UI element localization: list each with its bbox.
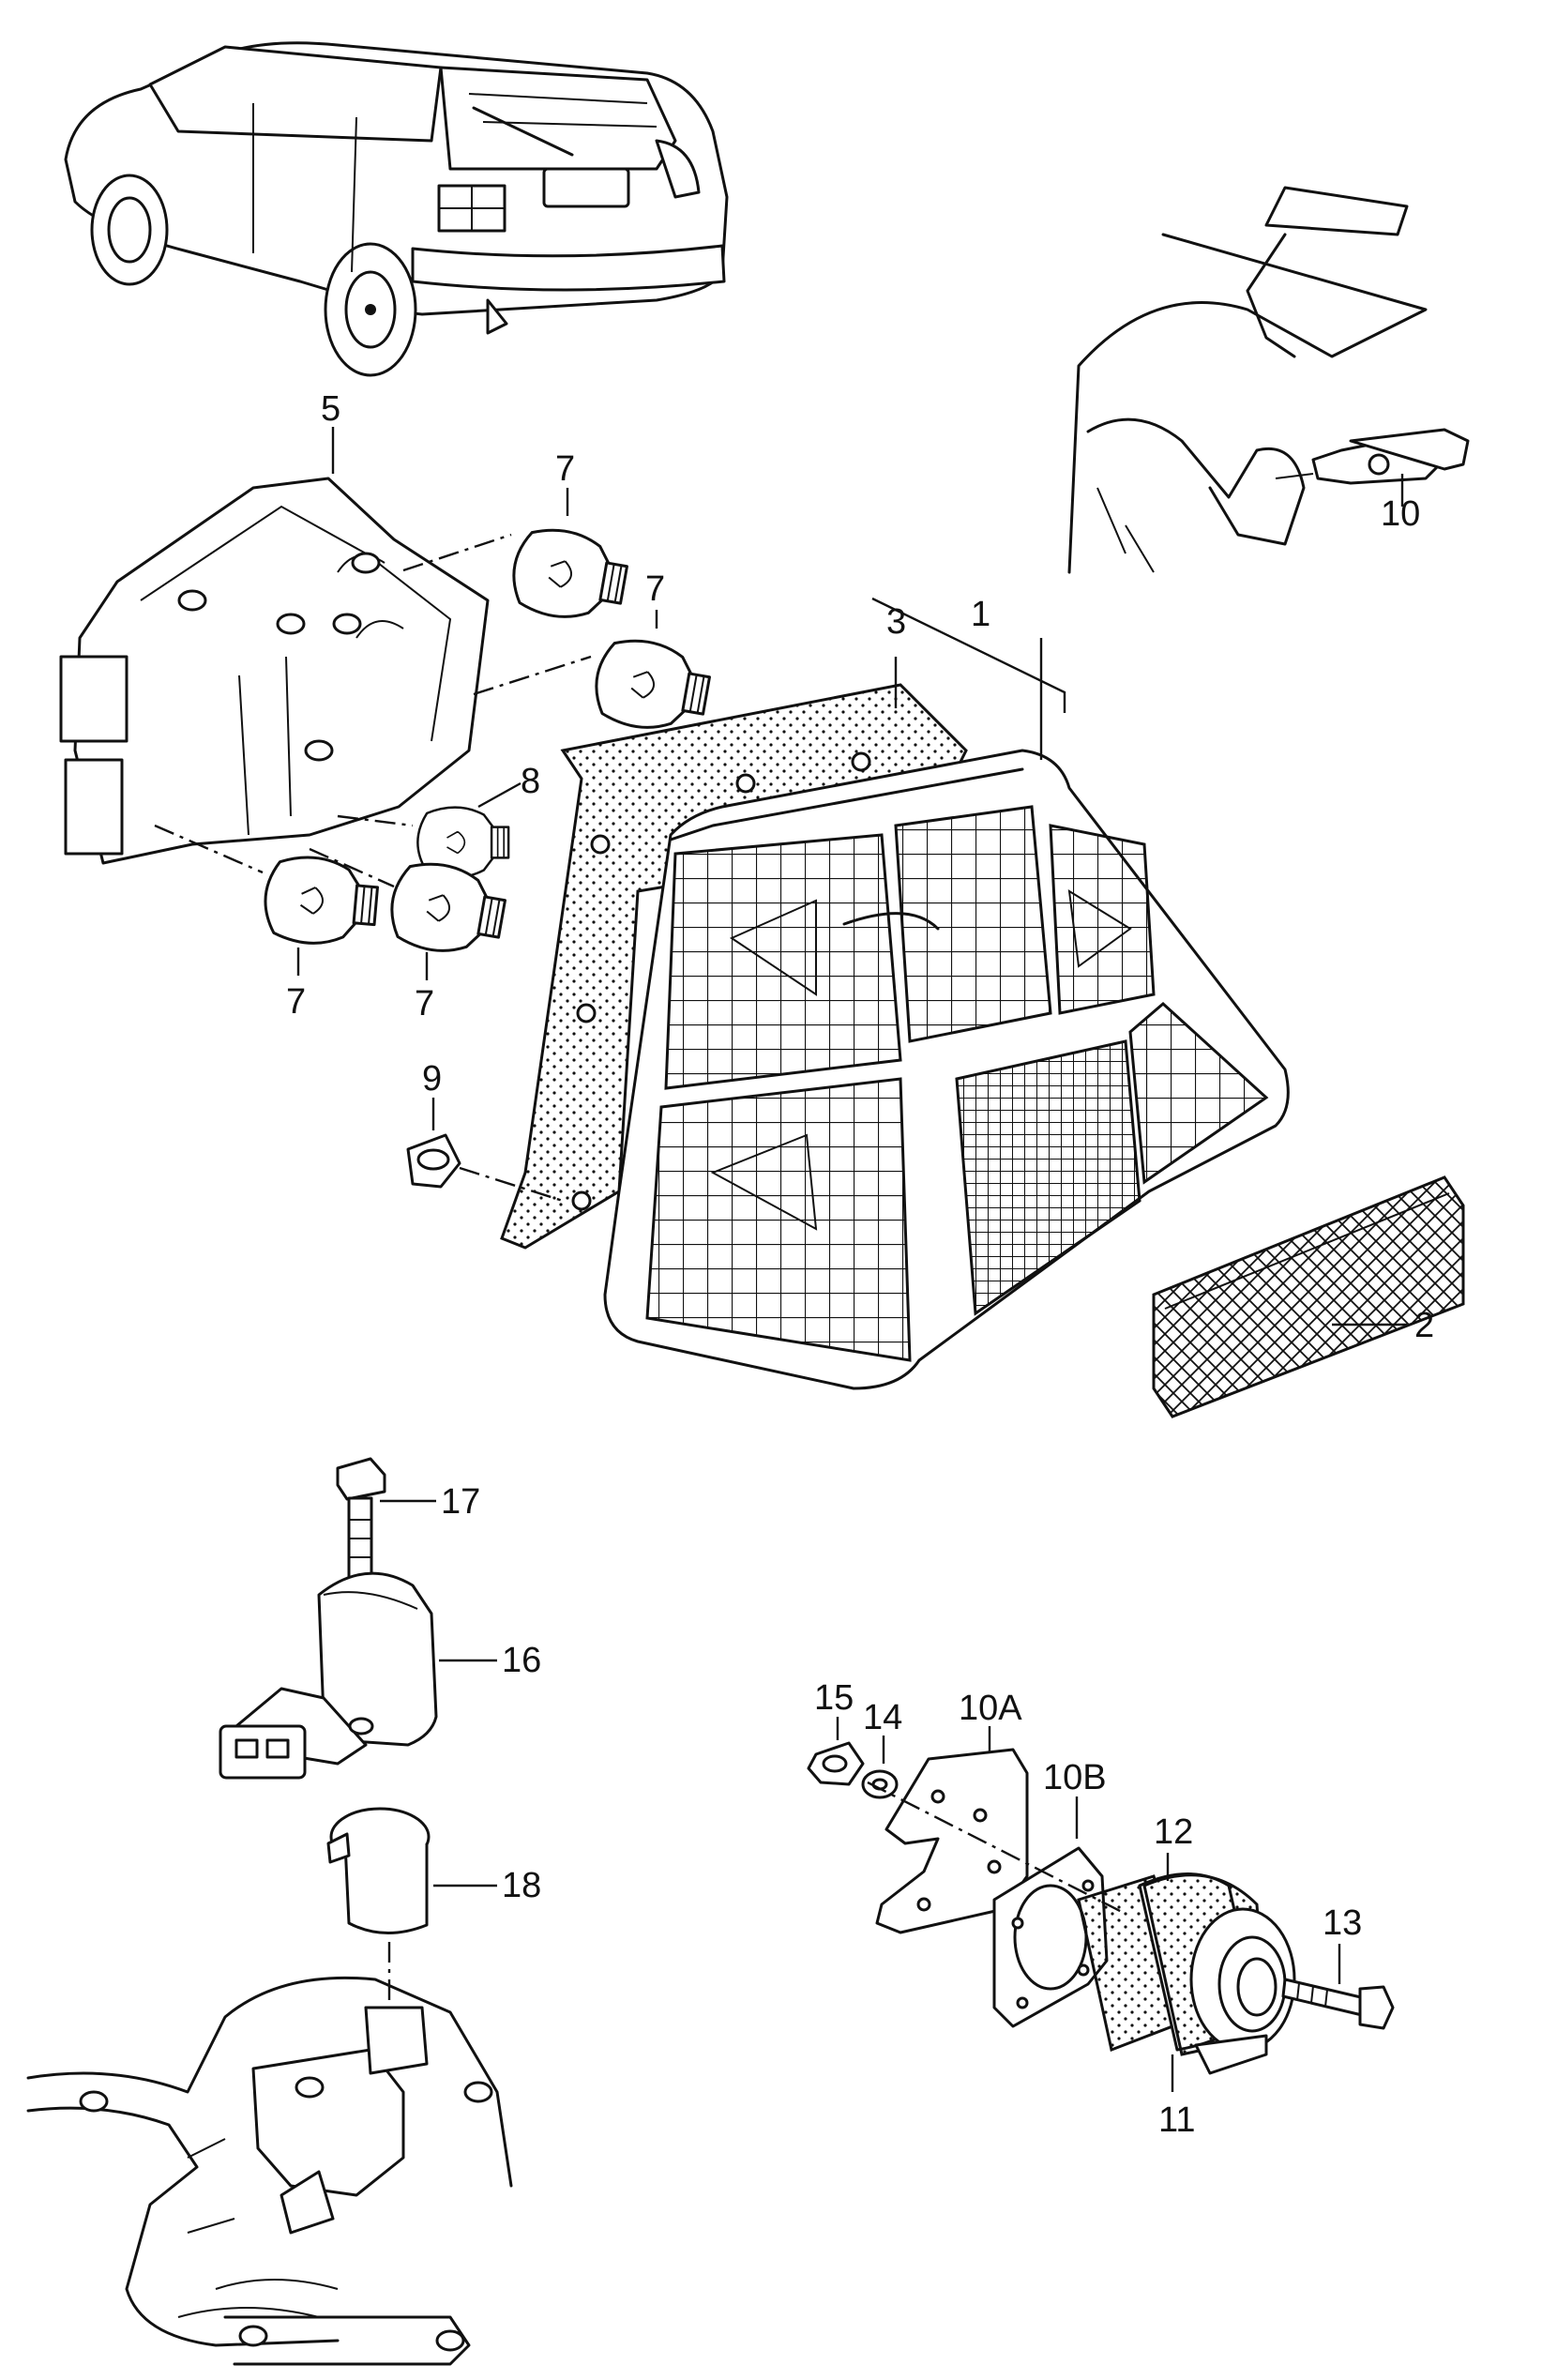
- callout-17: 17: [441, 1482, 480, 1522]
- bracket-1-3: [871, 597, 1066, 713]
- bolt-13: [1281, 1978, 1395, 2030]
- callout-7c: 7: [286, 982, 306, 1022]
- trunk-lid-bracket: [1067, 186, 1470, 574]
- washer-14: [861, 1769, 899, 1799]
- callout-9: 9: [422, 1059, 442, 1099]
- mounting-plate-10a: [875, 1748, 1029, 1934]
- dash-nut-9: [459, 1166, 564, 1203]
- nut-9: [406, 1133, 461, 1189]
- gasket-10b: [992, 1846, 1109, 2028]
- callout-7a: 7: [555, 449, 575, 489]
- callout-11: 11: [1158, 2100, 1195, 2140]
- callout-7b: 7: [645, 569, 665, 609]
- callout-1: 1: [971, 595, 990, 634]
- relay: [219, 1571, 438, 1780]
- bulb-upper-2: [588, 632, 716, 739]
- car-rear-view: [64, 41, 729, 377]
- dash-bulb-2: [473, 655, 592, 696]
- callout-13: 13: [1323, 1903, 1362, 1943]
- bulb-upper-1: [506, 522, 633, 629]
- tow-socket: [1077, 1872, 1296, 2075]
- tail-light-housing: [603, 749, 1290, 1390]
- nut-15: [807, 1741, 865, 1786]
- callout-18: 18: [502, 1866, 541, 1905]
- leader-8: [477, 781, 522, 809]
- dash-bulb-4: [309, 847, 395, 888]
- callout-10: 10: [1381, 494, 1420, 534]
- engine-mount-bracket: [26, 1976, 513, 2366]
- callout-12: 12: [1154, 1812, 1193, 1852]
- dash-tow-axis: [867, 1781, 1126, 1916]
- callout-16: 16: [502, 1641, 541, 1680]
- callout-2: 2: [1414, 1306, 1434, 1345]
- bulb-lower-2: [384, 856, 511, 963]
- callout-5: 5: [321, 389, 340, 429]
- callout-7d: 7: [415, 984, 434, 1023]
- reflector-strip: [1152, 1175, 1465, 1418]
- dash-bulb-3: [154, 824, 264, 874]
- dash-bulb-8: [337, 814, 414, 827]
- callout-8: 8: [521, 762, 540, 801]
- bulb-holder: [59, 477, 490, 865]
- callout-10a: 10A: [959, 1689, 1022, 1728]
- bolt-17: [336, 1457, 386, 1580]
- relay-cap-18: [326, 1807, 431, 1934]
- callout-15: 15: [814, 1678, 854, 1718]
- callout-3: 3: [886, 602, 906, 642]
- bulb-lower-1: [260, 852, 382, 950]
- callout-10b: 10B: [1043, 1758, 1107, 1797]
- callout-14: 14: [863, 1698, 902, 1737]
- dash-bulb-1: [402, 533, 512, 572]
